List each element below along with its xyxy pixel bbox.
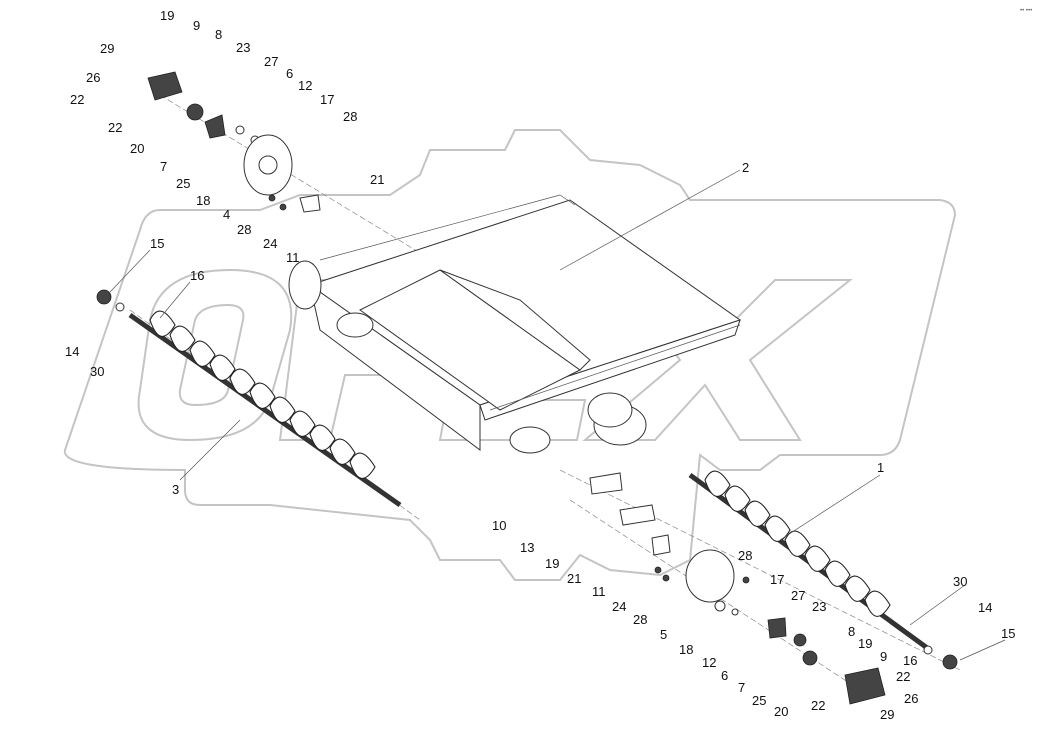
label-13: 13 xyxy=(520,540,534,555)
upper-hardware xyxy=(96,71,321,312)
label-19b: 19 xyxy=(545,556,559,571)
label-14b: 14 xyxy=(978,600,992,615)
label-30b: 30 xyxy=(953,574,967,589)
corner-mark: •• ••• xyxy=(1020,8,1032,14)
label-17: 17 xyxy=(320,92,334,107)
label-8: 8 xyxy=(215,27,222,42)
label-18: 18 xyxy=(196,193,210,208)
label-5: 5 xyxy=(660,627,667,642)
label-24: 24 xyxy=(263,236,277,251)
label-11: 11 xyxy=(286,250,300,265)
label-11b: 11 xyxy=(592,584,606,599)
label-7b: 7 xyxy=(738,680,745,695)
label-14: 14 xyxy=(65,344,79,359)
label-9: 9 xyxy=(193,18,200,33)
label-22c: 22 xyxy=(811,698,825,713)
label-23b: 23 xyxy=(812,599,826,614)
label-16: 16 xyxy=(190,268,204,283)
label-19: 19 xyxy=(160,8,174,23)
label-6b: 6 xyxy=(721,668,728,683)
label-28: 28 xyxy=(343,109,357,124)
label-20b: 20 xyxy=(774,704,788,719)
label-8b: 8 xyxy=(848,624,855,639)
label-12: 12 xyxy=(298,78,312,93)
label-21b: 21 xyxy=(567,571,581,586)
label-28b: 28 xyxy=(237,222,251,237)
label-1: 1 xyxy=(877,460,884,475)
label-9b: 9 xyxy=(880,649,887,664)
label-25: 25 xyxy=(176,176,190,191)
label-20: 20 xyxy=(130,141,144,156)
label-10: 10 xyxy=(492,518,506,533)
label-29: 29 xyxy=(100,41,114,56)
label-3: 3 xyxy=(172,482,179,497)
label-30: 30 xyxy=(90,364,104,379)
label-29b: 29 xyxy=(880,707,894,722)
leader-lines xyxy=(109,169,1006,661)
label-16b: 16 xyxy=(903,653,917,668)
label-24b: 24 xyxy=(612,599,626,614)
header-body xyxy=(288,194,742,454)
label-22b: 22 xyxy=(108,120,122,135)
label-2: 2 xyxy=(742,160,749,175)
label-15: 15 xyxy=(150,236,164,251)
label-4: 4 xyxy=(223,207,230,222)
label-28c: 28 xyxy=(738,548,752,563)
label-21: 21 xyxy=(370,172,384,187)
label-7: 7 xyxy=(160,159,167,174)
label-26b: 26 xyxy=(904,691,918,706)
lower-hardware xyxy=(589,472,958,705)
label-25b: 25 xyxy=(752,693,766,708)
label-27b: 27 xyxy=(791,588,805,603)
left-auger xyxy=(128,310,402,508)
label-23: 23 xyxy=(236,40,250,55)
label-18b: 18 xyxy=(679,642,693,657)
label-22: 22 xyxy=(70,92,84,107)
label-19c: 19 xyxy=(858,636,872,651)
label-17b: 17 xyxy=(770,572,784,587)
label-27: 27 xyxy=(264,54,278,69)
part-labels: 19 9 8 29 23 26 22 27 6 12 17 28 22 20 7… xyxy=(65,8,1015,722)
label-6: 6 xyxy=(286,66,293,81)
label-28d: 28 xyxy=(633,612,647,627)
label-12b: 12 xyxy=(702,655,716,670)
watermark-gear xyxy=(63,129,957,581)
label-26: 26 xyxy=(86,70,100,85)
label-15b: 15 xyxy=(1001,626,1015,641)
label-22d: 22 xyxy=(896,669,910,684)
